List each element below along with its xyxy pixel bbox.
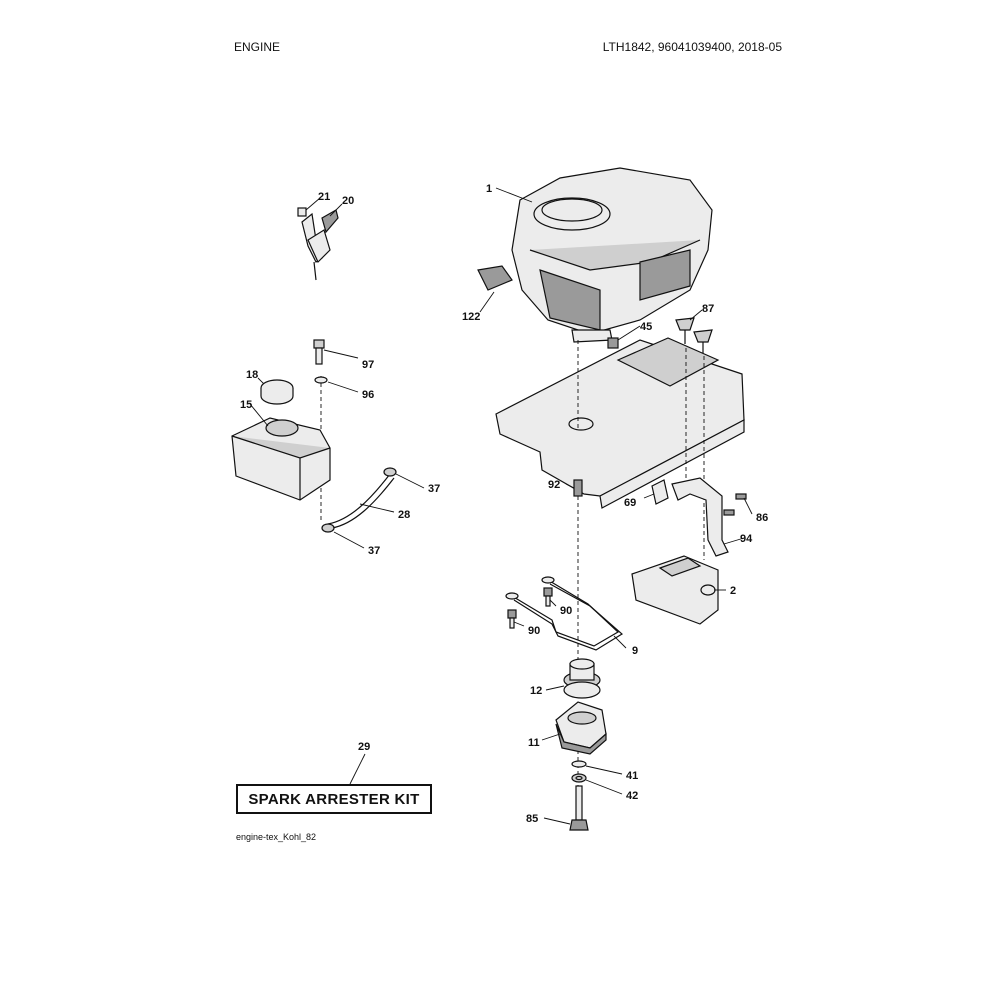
callout-42: 42 [626,790,638,802]
guide-bolt-part [507,587,553,629]
engine-strap-part [477,265,513,291]
callout-29: 29 [358,741,370,753]
clutch-part [555,701,607,755]
callout-11: 11 [528,737,540,749]
nut-part [607,337,619,349]
section-title: ENGINE [234,40,281,54]
spacer-part [571,760,587,768]
callout-86: 86 [756,512,768,524]
spark-arrester-kit-label: SPARK ARRESTER KIT [236,784,432,814]
muffler-part [631,555,719,625]
callout-87: 87 [702,303,714,315]
callout-90-right: 90 [560,605,572,617]
washer-part [314,376,328,384]
callout-21: 21 [318,191,330,203]
callout-92: 92 [548,479,560,491]
bolt-part [313,339,325,365]
engine-part [511,167,713,343]
callout-122: 122 [462,311,480,323]
stud-part [573,479,583,497]
callout-96: 96 [362,389,374,401]
callout-41: 41 [626,770,638,782]
clamp-part [383,467,397,477]
callout-1: 1 [486,183,492,195]
callout-94: 94 [740,533,753,545]
exhaust-pipe-part [671,477,729,557]
fuel-tank-part [231,417,331,501]
knob-part [675,317,713,354]
callout-97: 97 [362,359,374,371]
callout-12: 12 [530,685,542,697]
callout-85: 85 [526,813,538,825]
model-info: LTH1842, 96041039400, 2018-05 [602,40,782,54]
throttle-control-part [297,207,339,281]
belt-guide-part [511,579,619,647]
callout-69: 69 [624,497,636,509]
callout-15: 15 [240,399,252,411]
callout-18: 18 [246,369,258,381]
callout-9: 9 [632,645,638,657]
exhaust-screw-part [723,493,747,516]
callout-45: 45 [640,321,652,333]
gasket-part [651,479,669,505]
frame-part [495,337,745,509]
callout-37-lower: 37 [368,545,380,557]
callout-28: 28 [398,509,410,521]
center-bolt-part [569,785,589,831]
pulley-part [563,658,601,699]
callout-37-upper: 37 [428,483,440,495]
fuel-line-part [327,473,391,525]
callout-20: 20 [342,195,354,207]
callout-90-left: 90 [528,625,540,637]
diagram-reference-code: engine-tex_Kohl_82 [236,832,317,842]
callout-2: 2 [730,585,736,597]
